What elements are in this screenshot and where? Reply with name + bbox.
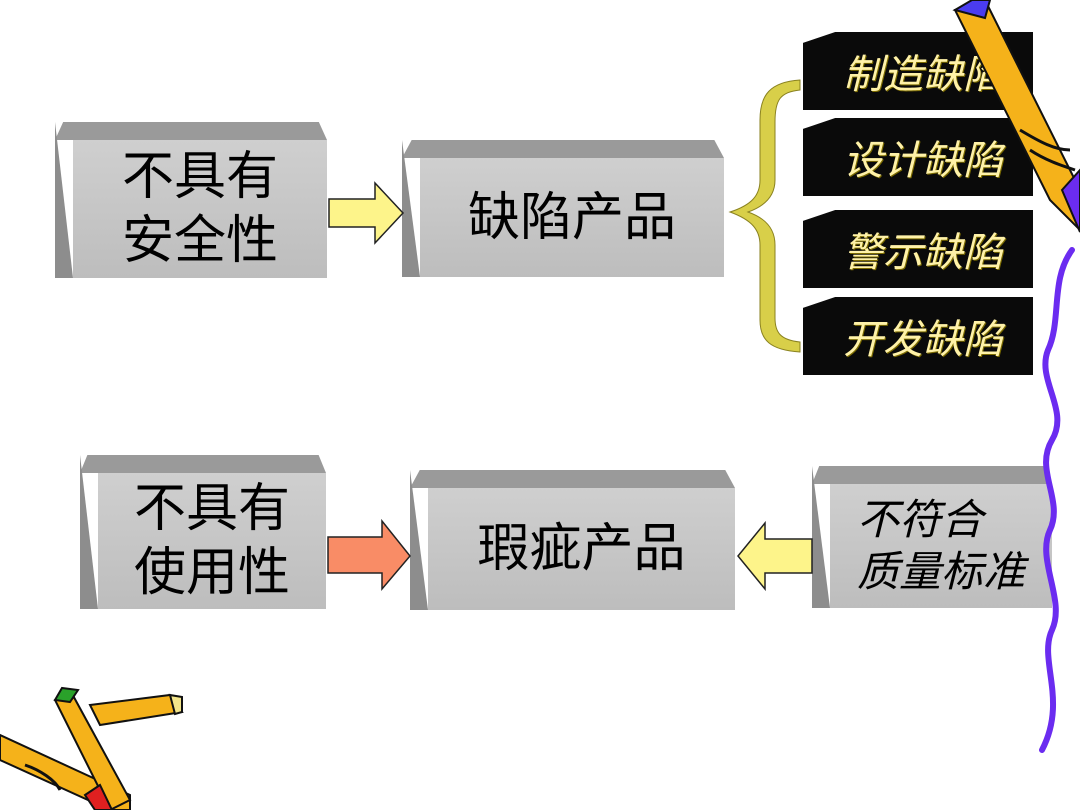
box-defective-product-label: 缺陷产品 (467, 187, 676, 248)
box-not-safe: 不具有 安全性 (55, 122, 327, 278)
defect-type-design: 设计缺陷 (803, 118, 1033, 196)
defect-type-warning: 警示缺陷 (803, 210, 1033, 288)
defect-type-manufacturing-label: 制造缺陷 (843, 52, 1003, 98)
crayon-icon (0, 686, 184, 810)
defect-type-development: 开发缺陷 (803, 297, 1033, 375)
box-flawed-product: 瑕疵产品 (410, 470, 735, 610)
box-not-usable-label: 不具有 使用性 (133, 479, 290, 603)
box-defective-product: 缺陷产品 (402, 140, 724, 277)
box-quality-standard: 不符合 质量标准 (812, 466, 1052, 608)
defect-type-warning-label: 警示缺陷 (843, 230, 1003, 276)
defect-type-design-label: 设计缺陷 (843, 138, 1003, 184)
box-quality-standard-label: 不符合 质量标准 (856, 495, 1025, 596)
box-not-safe-label: 不具有 安全性 (121, 147, 278, 271)
brace-icon (728, 79, 801, 353)
defect-type-development-label: 开发缺陷 (843, 317, 1003, 363)
pencil-icon (952, 0, 1080, 233)
arrow-left-yellow (737, 520, 813, 592)
box-flawed-product-label: 瑕疵产品 (477, 519, 686, 579)
arrow-right-salmon (327, 518, 411, 592)
squiggle-line (1039, 247, 1075, 753)
box-not-usable: 不具有 使用性 (80, 455, 326, 609)
arrow-right-yellow (328, 181, 405, 245)
